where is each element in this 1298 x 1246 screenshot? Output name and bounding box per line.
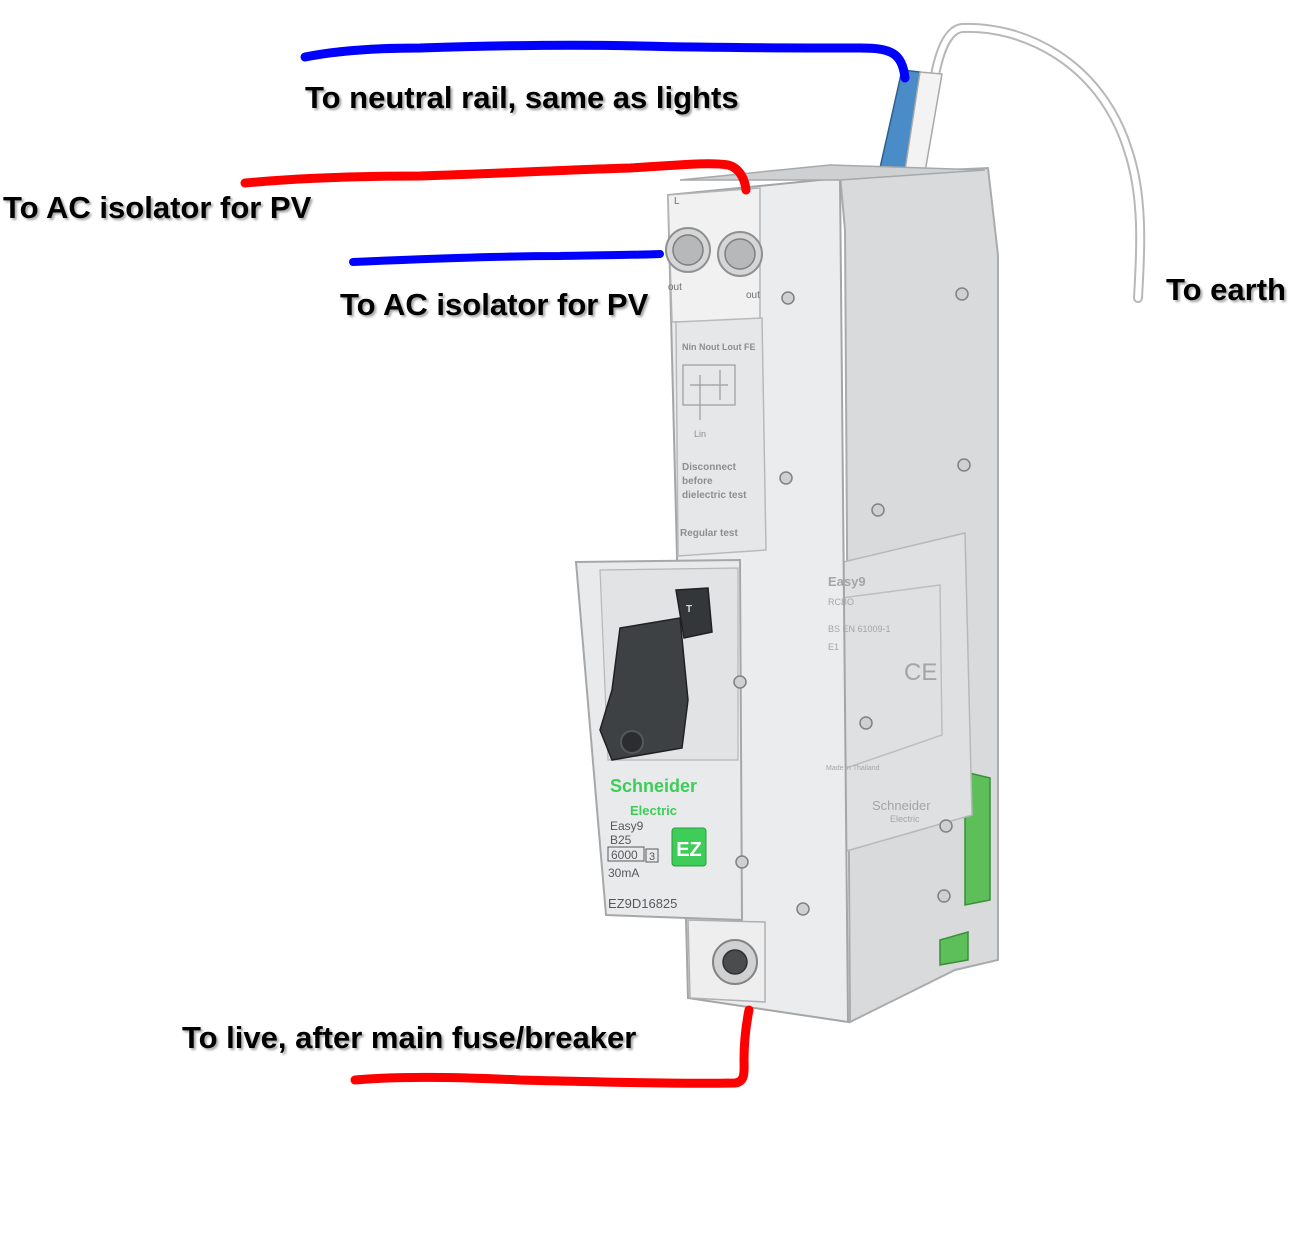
live-supply-label: To live, after main fuse/breaker bbox=[182, 1020, 637, 1055]
side-series: Easy9 bbox=[828, 574, 866, 589]
warning-line-2: before bbox=[682, 476, 713, 487]
neutral-wire-top bbox=[300, 40, 910, 83]
device-top-wires bbox=[879, 69, 943, 173]
earth-label: To earth bbox=[1166, 272, 1286, 307]
live-wire-bottom bbox=[350, 1005, 754, 1088]
ez-badge: EZ bbox=[671, 827, 707, 867]
ac-isolator-label-top: To AC isolator for PV bbox=[3, 190, 312, 225]
part-number: EZ9D16825 bbox=[608, 896, 677, 911]
breaking-capacity: 6000 bbox=[611, 848, 638, 862]
earth-wire bbox=[925, 22, 1146, 303]
terminal-hole-right bbox=[717, 231, 763, 277]
side-brand-sub: Electric bbox=[890, 814, 920, 824]
warning-line-1: Disconnect bbox=[682, 462, 737, 473]
schematic-lin: Lin bbox=[694, 429, 706, 439]
rcbo-device: EZ L out out Nin Nout Lout FE Lin Discon… bbox=[574, 164, 999, 1024]
ce-mark: CE bbox=[904, 659, 937, 686]
side-e1: E1 bbox=[828, 642, 839, 652]
neutral-wire-output bbox=[349, 250, 664, 266]
ac-isolator-label-bottom: To AC isolator for PV bbox=[340, 287, 649, 322]
brand-name: Schneider bbox=[610, 776, 697, 796]
side-brand: Schneider bbox=[872, 798, 931, 813]
terminal-hole-bottom bbox=[712, 939, 758, 985]
ez-badge-text: EZ bbox=[676, 839, 702, 861]
side-type: RCBO bbox=[828, 597, 854, 607]
terminal-hole-left bbox=[665, 227, 711, 273]
live-wire-top bbox=[240, 159, 751, 195]
sensitivity-label: 30mA bbox=[608, 866, 639, 880]
warning-line-3: dielectric test bbox=[682, 490, 747, 501]
made-in: Made in Thailand bbox=[826, 765, 880, 772]
neutral-rail-label: To neutral rail, same as lights bbox=[305, 80, 739, 115]
regular-test-label: Regular test bbox=[680, 528, 738, 539]
terminal-out-right-label: out bbox=[746, 290, 760, 301]
side-standard: BS EN 61009-1 bbox=[828, 624, 891, 634]
class-label: 3 bbox=[649, 851, 655, 863]
terminal-out-left-label: out bbox=[668, 282, 682, 293]
schematic-header: Nin Nout Lout FE bbox=[682, 342, 755, 352]
terminal-l-label: L bbox=[674, 196, 680, 207]
series-label: Easy9 bbox=[610, 819, 644, 833]
toggle-lever bbox=[599, 587, 713, 761]
toggle-mark: T bbox=[686, 604, 692, 615]
rating-label: B25 bbox=[610, 833, 632, 847]
brand-sub: Electric bbox=[630, 803, 677, 818]
